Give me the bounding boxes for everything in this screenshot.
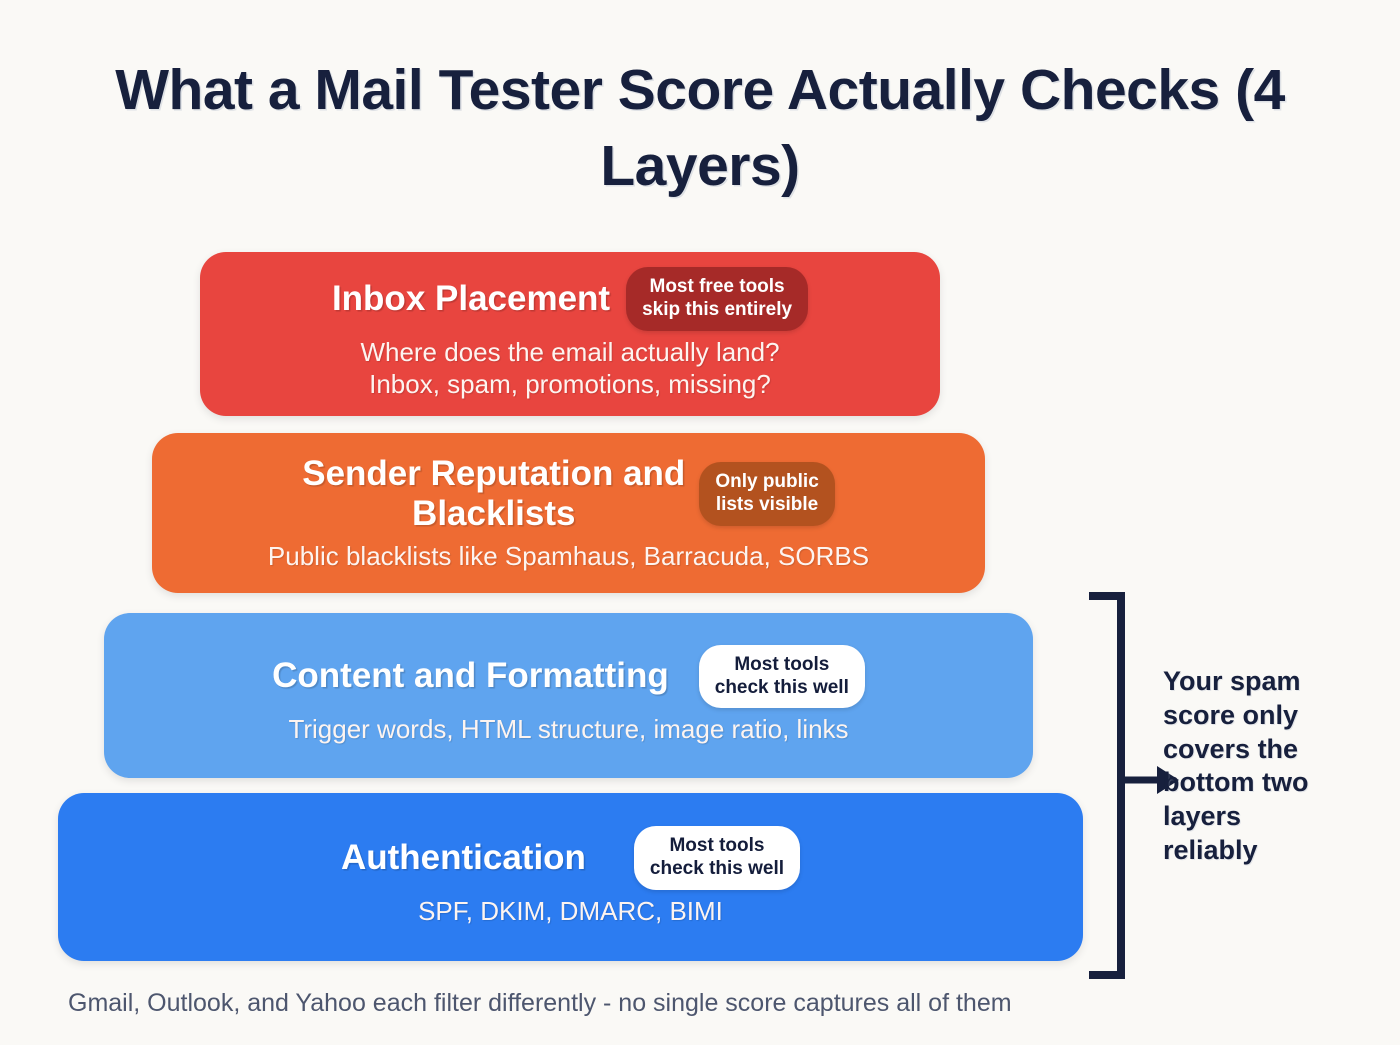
annotation-text: Your spam score only covers the bottom t… <box>1163 666 1309 865</box>
layer-badge: Most tools check this well <box>633 826 801 890</box>
bracket-annotation-group <box>1085 588 1400 983</box>
layer-badge: Most free tools skip this entirely <box>626 267 809 332</box>
layer-title: Sender Reputation and Blacklists <box>302 453 686 534</box>
footer-note: Gmail, Outlook, and Yahoo each filter di… <box>68 989 1012 1017</box>
page-title: What a Mail Tester Score Actually Checks… <box>115 58 1285 199</box>
layer-header: Content and Formatting Most tools check … <box>104 644 1033 709</box>
layer-inbox-placement: Inbox Placement Most free tools skip thi… <box>200 252 940 416</box>
layer-badge: Only public lists visible <box>699 462 835 526</box>
layer-sender-reputation-and-blacklists: Sender Reputation and Blacklists Only pu… <box>152 433 985 593</box>
layer-header: Inbox Placement Most free tools skip thi… <box>200 267 940 332</box>
layer-header: Authentication Most tools check this wel… <box>58 826 1083 890</box>
layer-subtitle: SPF, DKIM, DMARC, BIMI <box>418 895 723 926</box>
layer-subtitle: Where does the email actually land? Inbo… <box>360 337 780 399</box>
layer-subtitle: Public blacklists like Spamhaus, Barracu… <box>267 540 870 571</box>
layer-badge: Most tools check this well <box>698 644 865 709</box>
layer-authentication: Authentication Most tools check this wel… <box>58 793 1083 961</box>
layer-title: Authentication <box>340 837 586 877</box>
layer-title: Content and Formatting <box>272 656 669 696</box>
layer-content-and-formatting: Content and Formatting Most tools check … <box>104 613 1033 778</box>
bracket-icon <box>1089 592 1179 979</box>
layer-title: Inbox Placement <box>331 278 611 318</box>
layer-header: Sender Reputation and Blacklists Only pu… <box>152 454 985 535</box>
layer-subtitle: Trigger words, HTML structure, image rat… <box>288 714 849 745</box>
